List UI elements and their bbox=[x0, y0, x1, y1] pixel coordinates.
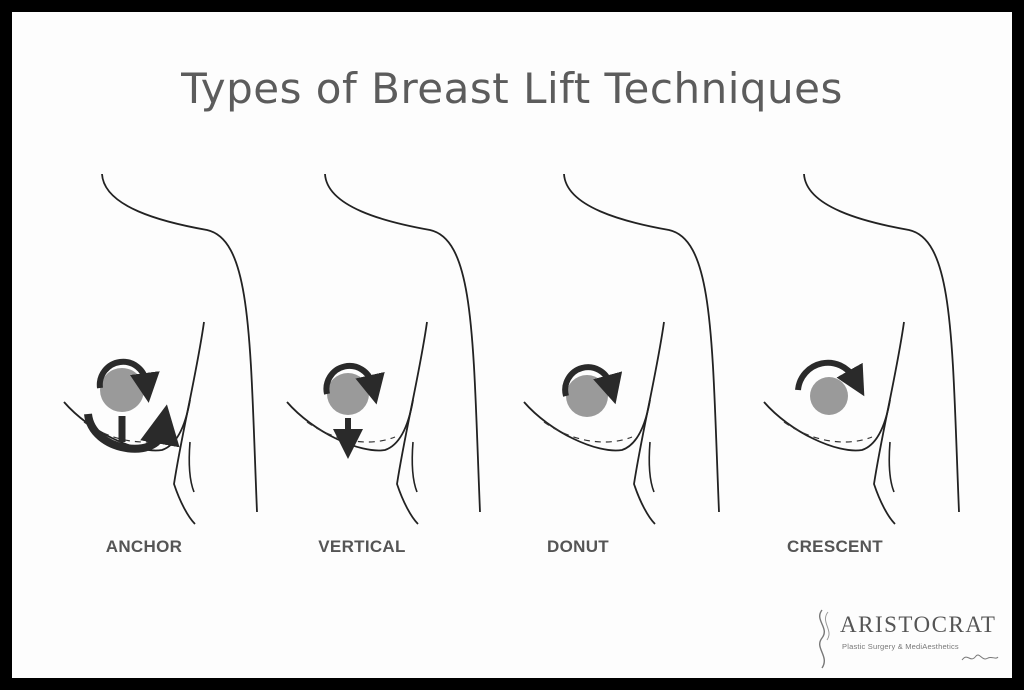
underarm-line-vertical bbox=[396, 321, 428, 525]
areola-donut bbox=[566, 375, 608, 417]
infographic-frame: Types of Breast Lift Techniques bbox=[12, 12, 1012, 678]
figure-crescent bbox=[763, 173, 960, 525]
incision-dash-anchor bbox=[83, 421, 173, 443]
figure-anchor bbox=[63, 173, 258, 525]
areola-crescent bbox=[810, 377, 848, 415]
logo-swirl-icon bbox=[819, 609, 830, 669]
torso-outline-donut bbox=[563, 173, 720, 513]
arrow-crescent-arc bbox=[795, 359, 865, 397]
incision-dash-crescent bbox=[783, 421, 873, 443]
torso-outline-anchor bbox=[101, 173, 258, 513]
page-title: Types of Breast Lift Techniques bbox=[181, 64, 843, 113]
areola-anchor bbox=[100, 368, 144, 412]
label-vertical: VERTICAL bbox=[318, 537, 406, 556]
figure-vertical bbox=[286, 173, 481, 525]
incision-dash-donut bbox=[543, 421, 633, 443]
underarm-line-donut bbox=[633, 321, 665, 525]
logo-subtitle: Plastic Surgery & MediAesthetics bbox=[842, 642, 959, 651]
figure-donut bbox=[523, 173, 720, 525]
underarm-line-crescent bbox=[873, 321, 905, 525]
label-crescent: CRESCENT bbox=[787, 537, 883, 556]
torso-outline-crescent bbox=[803, 173, 960, 513]
areola-vertical bbox=[327, 373, 369, 415]
arrow-areola-vertical bbox=[323, 362, 385, 405]
breast-lift-diagram bbox=[63, 173, 960, 525]
arrow-areola-anchor bbox=[96, 358, 160, 403]
logo-name: ARISTOCRAT bbox=[840, 612, 997, 637]
underarm-line-anchor bbox=[173, 321, 205, 525]
label-anchor: ANCHOR bbox=[105, 537, 183, 556]
arrow-areola-donut bbox=[562, 364, 623, 405]
torso-outline-vertical bbox=[324, 173, 481, 513]
aristocrat-logo: ARISTOCRAT Plastic Surgery & MediAesthet… bbox=[812, 608, 1002, 670]
label-donut: DONUT bbox=[547, 537, 609, 556]
logo-signature-icon bbox=[961, 654, 999, 661]
arrow-anchor-curve bbox=[84, 404, 180, 453]
